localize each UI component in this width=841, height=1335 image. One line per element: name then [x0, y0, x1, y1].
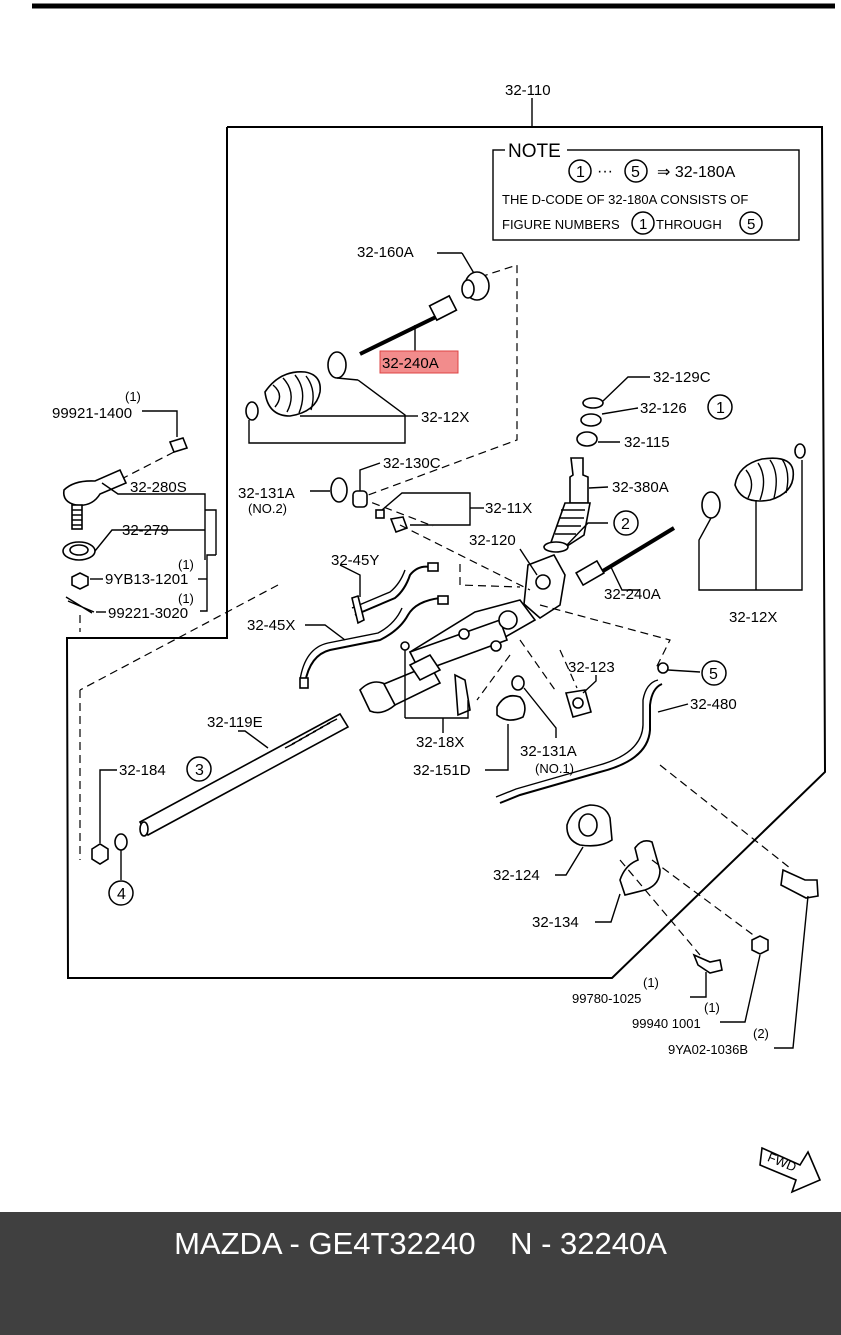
fig-3: 3	[195, 762, 204, 779]
note-fig-1: 1	[576, 164, 585, 181]
upper-dashed-group	[359, 264, 518, 527]
label-32-151d: 32-151D	[413, 762, 471, 779]
qty-99921: (1)	[125, 389, 141, 404]
clamp-32-134: 32-134	[532, 764, 791, 956]
bolt-set-32-18x: 32-18X	[400, 641, 471, 751]
label-32-279: 32-279	[122, 522, 169, 539]
note-fig-1b: 1	[639, 216, 647, 233]
note-line3b: THROUGH	[656, 217, 722, 232]
label-99780-1025: 99780-1025	[572, 991, 641, 1006]
label-32-240a: 32-240A	[604, 586, 661, 603]
label-32-380a: 32-380A	[612, 479, 669, 496]
label-32-12x-left: 32-12X	[421, 409, 469, 426]
label-no1: (NO.1)	[535, 761, 574, 776]
rack-32-119e: 32-119E	[138, 712, 350, 837]
label-32-160a: 32-160A	[357, 244, 414, 261]
boot-left-32-12x: 32-12X	[245, 351, 469, 444]
inner-rod-right: 32-240A	[575, 526, 676, 603]
qty-9ya02: (2)	[753, 1026, 769, 1041]
pipe-32-480: 5 32-480	[495, 660, 737, 804]
fig-5: 5	[709, 666, 718, 683]
label-9yb13-1201: 9YB13-1201	[105, 571, 188, 588]
boot-32-160a: 32-160A	[357, 244, 490, 301]
fig-2: 2	[621, 516, 630, 533]
highlight-box	[379, 350, 459, 374]
label-32-184: 32-184	[119, 762, 166, 779]
gear-housing: 32-120	[359, 532, 566, 714]
fig-1: 1	[716, 400, 725, 417]
label-32-280s: 32-280S	[130, 479, 187, 496]
note-line2: THE D-CODE OF 32-180A CONSISTS OF	[502, 192, 748, 207]
label-no2: (NO.2)	[248, 501, 287, 516]
label-9ya02-1036b: 9YA02-1036B	[668, 1042, 748, 1057]
note-line3a: FIGURE NUMBERS	[502, 217, 620, 232]
steering-gear-exploded-diagram: 32-110 NOTE 1 ··· 5 ⇒ 32-180A THE D-CODE…	[32, 3, 835, 1194]
note-fig-5: 5	[631, 164, 640, 181]
label-32-12x-right: 32-12X	[729, 609, 777, 626]
label-99940-1001: 99940 1001	[632, 1016, 701, 1031]
boot-right-32-12x: 32-12X	[698, 443, 806, 626]
nut-32-184-group: 32-184 3 4	[91, 756, 212, 906]
label-32-129c: 32-129C	[653, 369, 711, 386]
note-box: NOTE 1 ··· 5 ⇒ 32-180A THE D-CODE OF 32-…	[492, 138, 800, 241]
label-32-480: 32-480	[690, 696, 737, 713]
note-arrow-code: ⇒ 32-180A	[657, 164, 736, 181]
label-32-124: 32-124	[493, 867, 540, 884]
label-32-11x: 32-11X	[485, 500, 532, 517]
qty-99221: (1)	[178, 591, 194, 606]
label-32-115: 32-115	[624, 434, 670, 451]
label-99221-3020: 99221-3020	[108, 605, 188, 622]
label-32-120: 32-120	[469, 532, 516, 549]
cover-group: 32-151D 32-131A (NO.1)	[413, 675, 577, 779]
bracket-32-124: 32-124	[493, 804, 613, 884]
label-32-18x: 32-18X	[416, 734, 464, 751]
pipe-32-45y: 32-45Y	[331, 552, 439, 625]
label-32-240a-highlight: 32-240A	[382, 355, 439, 372]
label-32-130c: 32-130C	[383, 455, 441, 472]
label-32-126: 32-126	[640, 400, 687, 417]
footer-caption: MAZDA - GE4T32240 N - 32240A	[174, 1226, 667, 1261]
bolts-lower-right: (1) 99780-1025 (1) 99940 1001 (2) 9YA02-…	[572, 868, 819, 1057]
qty-99780: (1)	[643, 975, 659, 990]
label-32-123: 32-123	[568, 659, 615, 676]
pinion-group: 32-129C 32-126 1 32-115 32-380A 2	[543, 369, 733, 553]
footer-bar	[0, 1212, 841, 1335]
note-title: NOTE	[508, 141, 561, 162]
label-32-131a-no2: 32-131A	[238, 485, 295, 502]
label-99921-1400: 99921-1400	[52, 405, 132, 422]
inner-tie-rod-32-240a: 32-240A	[359, 294, 459, 374]
label-32-45y: 32-45Y	[331, 552, 379, 569]
tie-rod-end-group: (1) 99921-1400 32-280S 32-279 (1) 9YB13-…	[52, 389, 217, 632]
label-32-134: 32-134	[532, 914, 579, 931]
qty-9yb13: (1)	[178, 557, 194, 572]
pipe-32-45x: 32-45X	[247, 595, 449, 689]
qty-99940: (1)	[704, 1000, 720, 1015]
label-32-119e: 32-119E	[207, 714, 263, 731]
mount-32-123: 32-123	[564, 659, 615, 718]
label-32-45x: 32-45X	[247, 617, 295, 634]
fig-4: 4	[117, 886, 126, 903]
fwd-arrow-icon: FWD	[759, 1146, 822, 1194]
seal-group-upper: 32-131A (NO.2) 32-130C 32-11X	[238, 455, 532, 534]
assembly-label: 32-110	[505, 82, 551, 99]
label-32-131a-no1: 32-131A	[520, 743, 577, 760]
note-fig-5b: 5	[747, 216, 755, 233]
center-dashed-guides	[79, 524, 671, 860]
svg-text:···: ···	[597, 163, 613, 180]
assembly-outline	[65, 126, 827, 979]
